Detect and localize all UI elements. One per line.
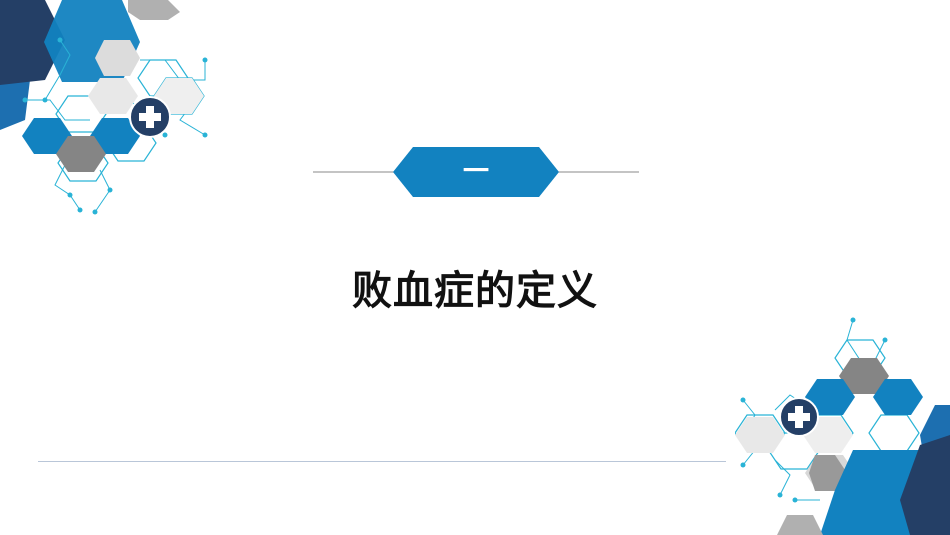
- slide-title: 败血症的定义: [352, 268, 598, 314]
- hexagon-decoration-top-left: [0, 0, 208, 215]
- blue-hexagon-shape: [90, 118, 140, 154]
- blue-hexagon-shape: [22, 118, 72, 154]
- blue-hexagon-shape: [805, 379, 855, 415]
- medical-cross-icon: [779, 397, 819, 437]
- section-number: 一: [462, 157, 489, 187]
- blue-hexagon-shape: [873, 379, 923, 415]
- gray-hexagon-shape: [777, 515, 823, 535]
- medical-cross-icon: [129, 96, 171, 138]
- badge-hexagon-shape: [393, 147, 559, 197]
- navy-band-shape: [900, 435, 950, 535]
- gray-hexagon-shape: [809, 455, 847, 491]
- hexagon-outline: [868, 414, 920, 452]
- network-dots: [22, 37, 208, 215]
- gray-hexagon-shape: [128, 0, 180, 20]
- light-hexagon-shape: [88, 78, 138, 114]
- gray-hexagon-shape: [56, 136, 106, 172]
- light-hexagon-shape: [95, 40, 140, 76]
- footer-divider-line: [38, 461, 726, 462]
- hexagon-decoration-bottom-right: [735, 317, 950, 535]
- navy-band-shape: [0, 0, 65, 85]
- light-hexagon-shape: [735, 417, 785, 453]
- section-number-badge: [313, 147, 639, 197]
- gray-hexagon-shape: [839, 358, 889, 394]
